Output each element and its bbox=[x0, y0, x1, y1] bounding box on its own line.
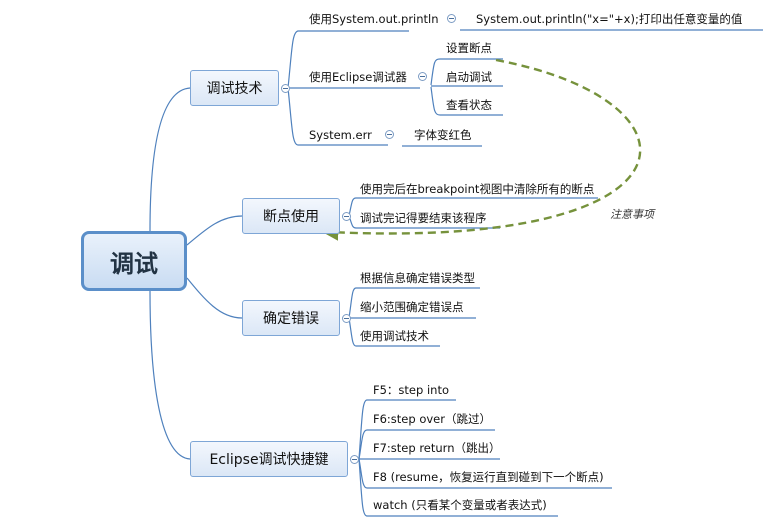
relationship-arrow bbox=[321, 58, 642, 241]
link-root-debug-tech bbox=[149, 87, 191, 232]
link-locate-item-3 bbox=[348, 317, 440, 347]
shortcut-item[interactable]: F7:step return（跳出） bbox=[373, 441, 501, 455]
link-eclipse-item-3 bbox=[430, 86, 503, 116]
shortcut-item[interactable]: F6:step over（跳过） bbox=[373, 412, 491, 426]
topic-debug-tech[interactable]: 调试技术 bbox=[190, 70, 279, 106]
breakpoint-item[interactable]: 使用完后在breakpoint视图中清除所有的断点 bbox=[360, 182, 595, 196]
link-breakpoint-item-1 bbox=[348, 197, 598, 217]
topic-locate-error[interactable]: 确定错误 bbox=[242, 300, 340, 336]
collapse-toggle-icon[interactable] bbox=[418, 72, 427, 81]
link-debug-println bbox=[287, 30, 409, 89]
link-eclipse-item-1 bbox=[430, 58, 503, 86]
link-shortcut-item-2 bbox=[358, 429, 495, 460]
collapse-toggle-icon[interactable] bbox=[447, 14, 456, 23]
subtopic-system-err[interactable]: System.err bbox=[309, 128, 372, 142]
eclipse-item[interactable]: 设置断点 bbox=[446, 41, 492, 55]
central-topic[interactable]: 调试 bbox=[81, 231, 187, 291]
collapse-toggle-icon[interactable] bbox=[385, 130, 394, 139]
println-detail[interactable]: System.out.println("x="+x);打印出任意变量的值 bbox=[476, 12, 743, 26]
relationship-label[interactable]: 注意事项 bbox=[610, 208, 654, 221]
shortcut-item[interactable]: watch (只看某个变量或者表达式) bbox=[373, 498, 547, 512]
err-detail[interactable]: 字体变红色 bbox=[414, 128, 472, 142]
link-root-breakpoint bbox=[186, 215, 243, 246]
eclipse-item[interactable]: 启动调试 bbox=[446, 70, 492, 84]
link-shortcut-item-5 bbox=[358, 458, 558, 517]
collapse-toggle-icon[interactable] bbox=[342, 212, 351, 221]
collapse-toggle-icon[interactable] bbox=[281, 84, 290, 93]
collapse-toggle-icon[interactable] bbox=[350, 455, 359, 464]
breakpoint-item[interactable]: 调试完记得要结束该程序 bbox=[360, 211, 487, 225]
locate-item[interactable]: 根据信息确定错误类型 bbox=[360, 271, 475, 285]
link-locate-item-1 bbox=[348, 287, 480, 319]
shortcut-item[interactable]: F5：step into bbox=[373, 383, 449, 397]
shortcut-item[interactable]: F8 (resume，恢复运行直到碰到下一个断点) bbox=[373, 470, 604, 484]
collapse-toggle-icon[interactable] bbox=[342, 314, 351, 323]
locate-item[interactable]: 使用调试技术 bbox=[360, 329, 429, 343]
link-root-locate bbox=[186, 277, 243, 319]
locate-item[interactable]: 缩小范围确定错误点 bbox=[360, 300, 464, 314]
subtopic-println[interactable]: 使用System.out.println bbox=[309, 12, 439, 26]
subtopic-eclipse-debugger[interactable]: 使用Eclipse调试器 bbox=[309, 70, 407, 84]
topic-shortcuts[interactable]: Eclipse调试快捷键 bbox=[190, 441, 348, 477]
topic-breakpoint[interactable]: 断点使用 bbox=[242, 198, 340, 234]
link-debug-err bbox=[287, 87, 388, 146]
link-shortcut-item-1 bbox=[358, 399, 456, 460]
eclipse-item[interactable]: 查看状态 bbox=[446, 98, 492, 112]
link-root-shortcuts bbox=[149, 290, 191, 460]
